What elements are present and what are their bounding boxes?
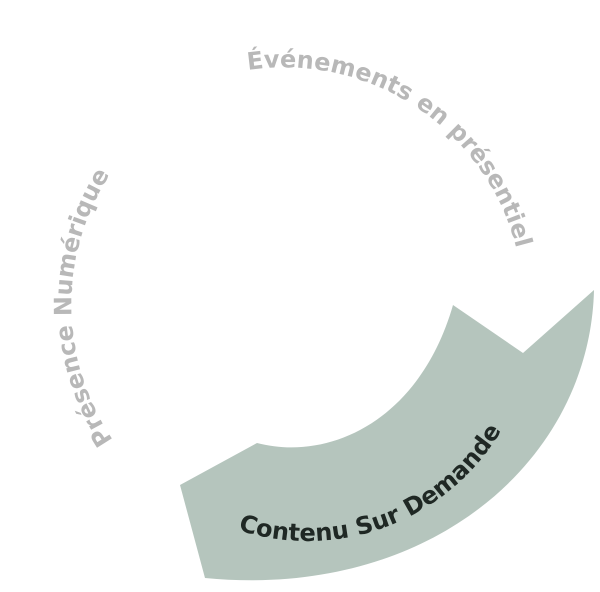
active-segment-arrow[interactable]	[180, 290, 594, 581]
segment-label-evenements[interactable]: Événements en présentiel	[245, 45, 537, 250]
segment-label-presence-text: Présence Numérique	[49, 163, 118, 452]
segment-label-presence[interactable]: Présence Numérique	[49, 163, 118, 452]
segment-label-evenements-text: Événements en présentiel	[245, 45, 537, 250]
